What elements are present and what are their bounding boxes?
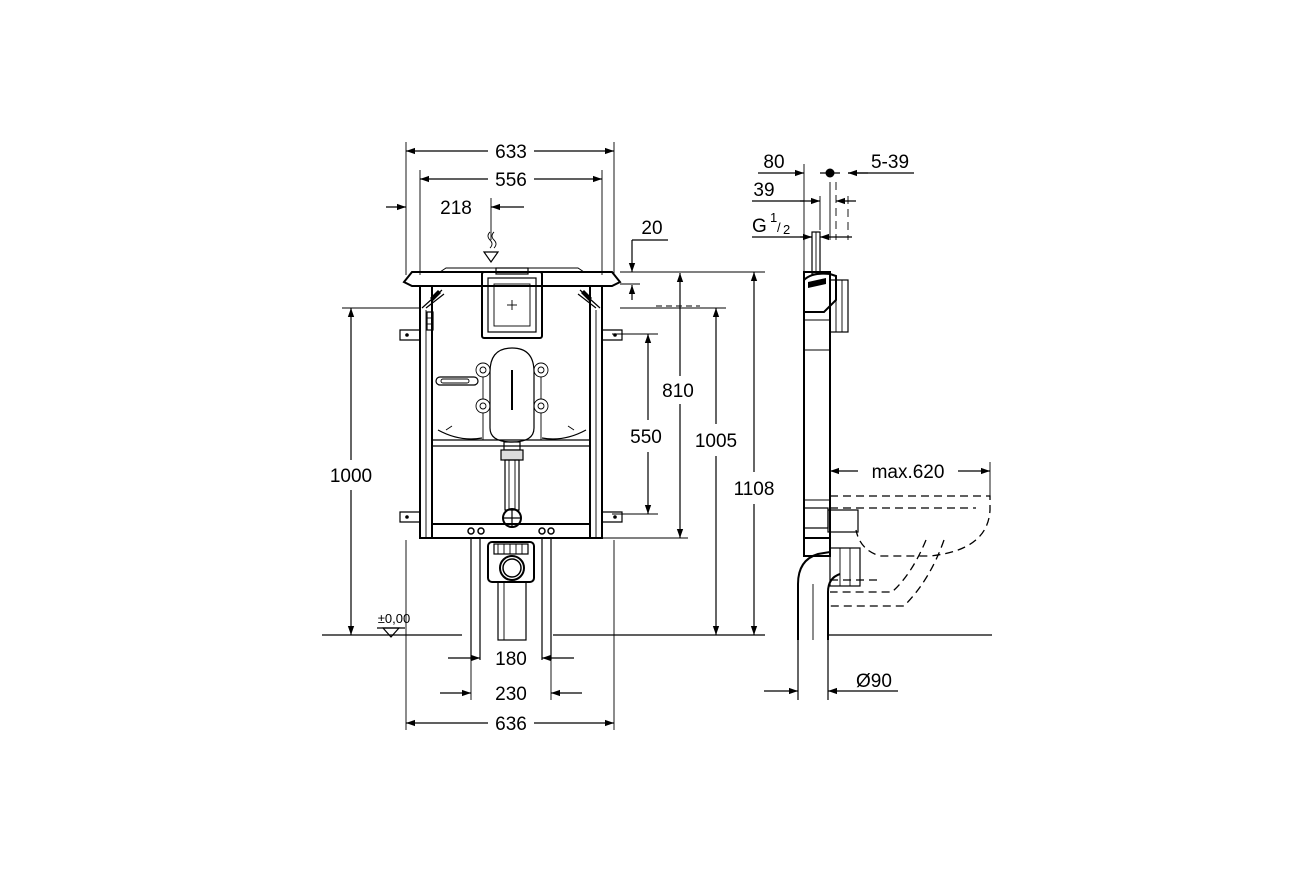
front-frame [399, 267, 623, 539]
front-dimensions [342, 142, 765, 730]
side-dimensions [752, 164, 991, 695]
dim-1000: 1000 [330, 466, 372, 487]
dim-230: 230 [495, 684, 527, 705]
dim-80: 80 [763, 152, 784, 173]
dim-5-39: 5-39 [871, 152, 909, 173]
dim-810: 810 [662, 381, 694, 402]
dim-633: 633 [495, 142, 527, 163]
dim-g-thread: G [752, 216, 767, 237]
actuation-plate-recess [481, 267, 543, 339]
dim-20: 20 [641, 218, 662, 239]
side-dimension-labels: 80 5-39 39 G 1 / 2 max.620 Ø90 [752, 152, 944, 692]
dim-diameter-90: Ø90 [856, 671, 892, 692]
dim-g-slash: / [777, 220, 781, 235]
dim-636: 636 [495, 714, 527, 735]
frame-feet [467, 527, 555, 660]
dim-218: 218 [440, 198, 472, 219]
dim-g-sub: 2 [783, 222, 790, 237]
side-frame [797, 231, 861, 700]
dim-1108: 1108 [734, 479, 775, 500]
wc-bowl-outline [830, 495, 991, 607]
dim-max-620: max.620 [872, 462, 945, 483]
dim-g-sup: 1 [770, 210, 777, 225]
dim-556: 556 [495, 170, 527, 191]
dim-180: 180 [495, 649, 527, 670]
front-dimension-labels: 633 556 218 20 810 550 1005 1108 1000 ±0… [330, 142, 775, 735]
cistern-body [435, 347, 587, 528]
dim-39: 39 [753, 180, 774, 201]
dim-1005: 1005 [695, 431, 737, 452]
dim-550: 550 [630, 427, 662, 448]
floor-level-label: ±0,00 [378, 611, 410, 626]
